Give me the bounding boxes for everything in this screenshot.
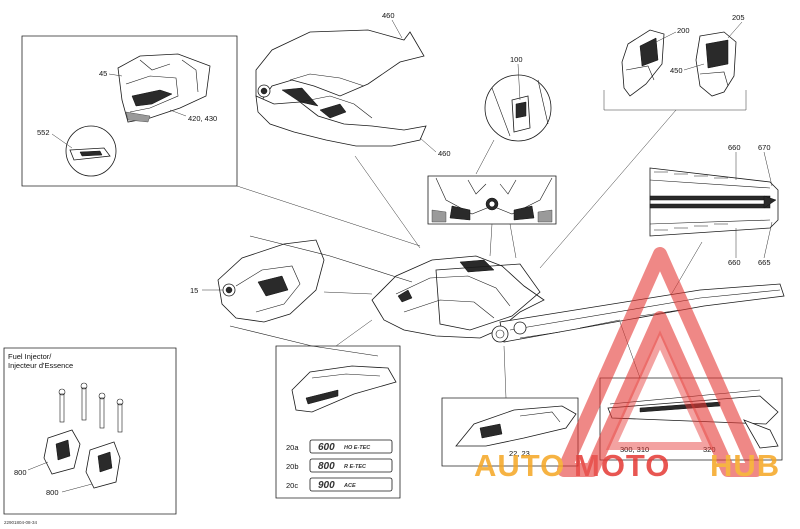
callout-205: 205 <box>732 13 745 22</box>
side-panels <box>603 29 747 111</box>
fuel-injector-subtitle: Injecteur d'Essence <box>8 361 73 370</box>
callout-460-top: 460 <box>382 11 395 20</box>
callout-320: 320 <box>703 445 716 454</box>
callout-460-bottom: 460 <box>438 149 451 158</box>
callout-labels: 460 460 45 420, 430 552 100 200 205 450 … <box>14 11 771 497</box>
callout-20c: 20c <box>286 481 298 490</box>
hood-top-view <box>255 29 427 147</box>
hood-side-view <box>217 235 413 357</box>
magnifier-100 <box>484 74 552 142</box>
callout-45: 45 <box>99 69 107 78</box>
decal-20b-main: 800 <box>318 461 335 472</box>
inset-side-panel <box>21 35 238 187</box>
callout-670: 670 <box>758 143 771 152</box>
callout-200: 200 <box>677 26 690 35</box>
decal-20c-sub: ACE <box>343 483 356 489</box>
decal-20a-main: 600 <box>318 442 335 453</box>
callout-20b: 20b <box>286 462 299 471</box>
engine-decal-frame <box>275 345 401 499</box>
watermark-triangle-icon <box>557 247 763 477</box>
callout-800-bottom: 800 <box>46 488 59 497</box>
fuel-injector-frame <box>3 347 177 515</box>
decal-20c-main: 900 <box>318 480 335 491</box>
callout-665: 665 <box>758 258 771 267</box>
callout-450: 450 <box>670 66 683 75</box>
callout-20a: 20a <box>286 443 299 452</box>
callout-800-top: 800 <box>14 468 27 477</box>
figure-number: 22901804-08-34 <box>4 520 38 525</box>
front-nose-view <box>427 175 557 225</box>
watermark-inner-triangle-icon <box>605 330 715 450</box>
watermark-text-hub: HUB <box>710 448 780 483</box>
callout-22-23: 22, 23 <box>509 449 530 458</box>
watermark-text-moto: MOTO <box>574 448 670 483</box>
watermark-text-auto: AUTO <box>474 448 565 483</box>
callout-100: 100 <box>510 55 523 64</box>
callout-420-430: 420, 430 <box>188 114 217 123</box>
watermark-logo: AUTO MOTO HUB <box>474 247 780 483</box>
callout-660-top: 660 <box>728 143 741 152</box>
decal-20a-sub: HO E-TEC <box>344 445 371 451</box>
callout-552: 552 <box>37 128 50 137</box>
callout-15: 15 <box>190 286 198 295</box>
tunnel-top-view <box>649 167 779 237</box>
engine-decal-texts: 600 HO E-TEC 800 R E-TEC 900 ACE <box>318 442 371 491</box>
callout-300-310: 300, 310 <box>620 445 649 454</box>
fuel-injector-title: Fuel Injector/ <box>8 352 52 361</box>
main-body-assembly <box>371 255 785 343</box>
decal-20b-sub: R E-TEC <box>344 464 367 470</box>
callout-660-bottom: 660 <box>728 258 741 267</box>
